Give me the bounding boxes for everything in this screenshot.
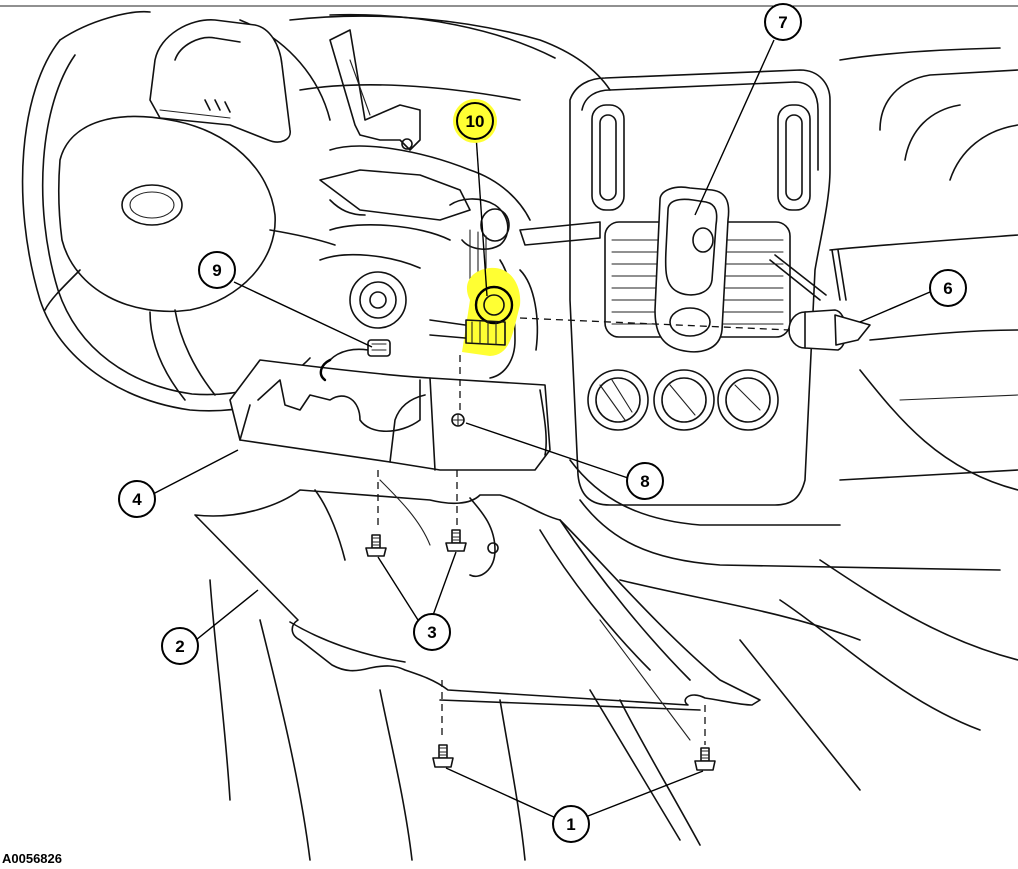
highlighted-switch-part-10 bbox=[429, 267, 521, 356]
switch-knob-assembly bbox=[769, 249, 871, 351]
callout-9-label: 9 bbox=[212, 261, 221, 280]
callout-4-label: 4 bbox=[132, 490, 142, 509]
right-dash-area bbox=[739, 47, 1018, 791]
callout-3-label: 3 bbox=[427, 623, 436, 642]
wire-connector bbox=[319, 339, 391, 382]
knee-bolster-panel bbox=[194, 479, 761, 706]
callout-9: 9 bbox=[198, 251, 236, 289]
callout-7: 7 bbox=[764, 3, 802, 41]
callout-8-label: 8 bbox=[640, 472, 649, 491]
callout-10: 10 bbox=[453, 99, 497, 143]
callout-1-label: 1 bbox=[566, 815, 575, 834]
callout-2: 2 bbox=[161, 627, 199, 665]
callout-6: 6 bbox=[929, 269, 967, 307]
callout-3: 3 bbox=[413, 613, 451, 651]
callout-10-label: 10 bbox=[466, 112, 485, 131]
callout-2-label: 2 bbox=[175, 637, 184, 656]
screw-3-right bbox=[445, 529, 467, 552]
floor-lines bbox=[209, 579, 861, 861]
assembly-dash-lines bbox=[377, 317, 791, 745]
center-stack-bezel bbox=[569, 69, 1001, 571]
lower-column-shroud bbox=[229, 359, 551, 471]
figure-reference-code: A0056826 bbox=[2, 851, 62, 866]
steering-wheel bbox=[21, 10, 336, 412]
callout-7-label: 7 bbox=[778, 13, 787, 32]
callout-6-label: 6 bbox=[943, 279, 952, 298]
screw-1-right bbox=[694, 747, 716, 771]
leader-lines bbox=[152, 39, 931, 819]
upper-column-shroud bbox=[149, 19, 421, 151]
callout-1: 1 bbox=[552, 805, 590, 843]
instrument-panel-body bbox=[289, 13, 611, 379]
callout-4: 4 bbox=[118, 480, 156, 518]
screw-1-left bbox=[432, 744, 454, 768]
callout-8: 8 bbox=[626, 462, 664, 500]
screw-3-left bbox=[365, 534, 387, 557]
screw-8 bbox=[451, 413, 465, 427]
